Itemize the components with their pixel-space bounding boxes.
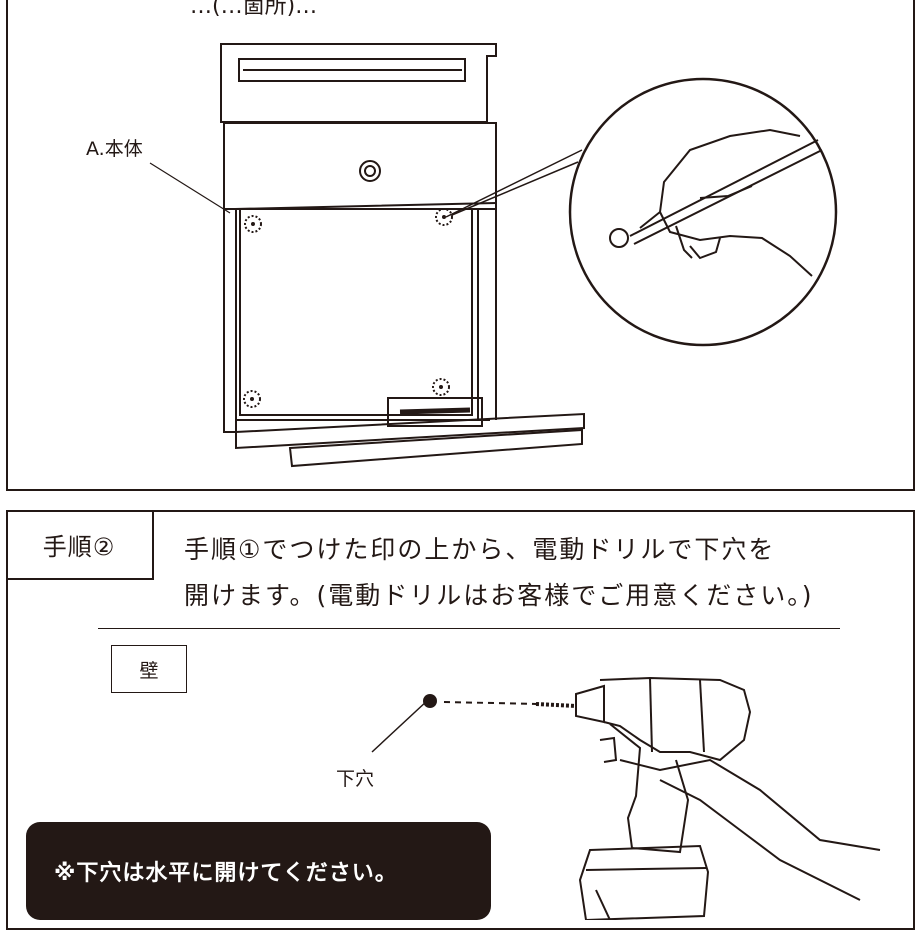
mailbox-lock	[359, 160, 381, 182]
mailbox-bottom-tray	[235, 412, 585, 450]
step-label: 手順②	[6, 510, 154, 580]
marking-hand-icon	[629, 128, 823, 277]
mailbox-top-cap	[220, 43, 497, 123]
pilot-hole-label: 下穴	[336, 768, 375, 790]
wall-label-box: 壁	[111, 645, 187, 693]
body-label: A.本体	[86, 138, 143, 160]
instruction-line-1: 手順①でつけた印の上から、電動ドリルで下穴を	[184, 535, 776, 564]
horizontal-note-banner: ※下穴は水平に開けてください。	[26, 822, 491, 920]
power-drill-icon	[535, 676, 881, 920]
pilot-hole-dot	[423, 694, 437, 708]
mounting-hole-marks	[243, 208, 453, 408]
section-divider	[98, 628, 840, 629]
partial-header-text: …(…箇所)…	[190, 0, 318, 19]
instruction-line-2: 開けます。(電動ドリルはお客様でご用意ください。)	[184, 581, 814, 610]
magnified-view-circle	[568, 77, 838, 347]
mailbox-front-panel	[223, 122, 497, 210]
mailbox-slot	[238, 58, 466, 82]
drill-path-dashes	[443, 701, 541, 705]
